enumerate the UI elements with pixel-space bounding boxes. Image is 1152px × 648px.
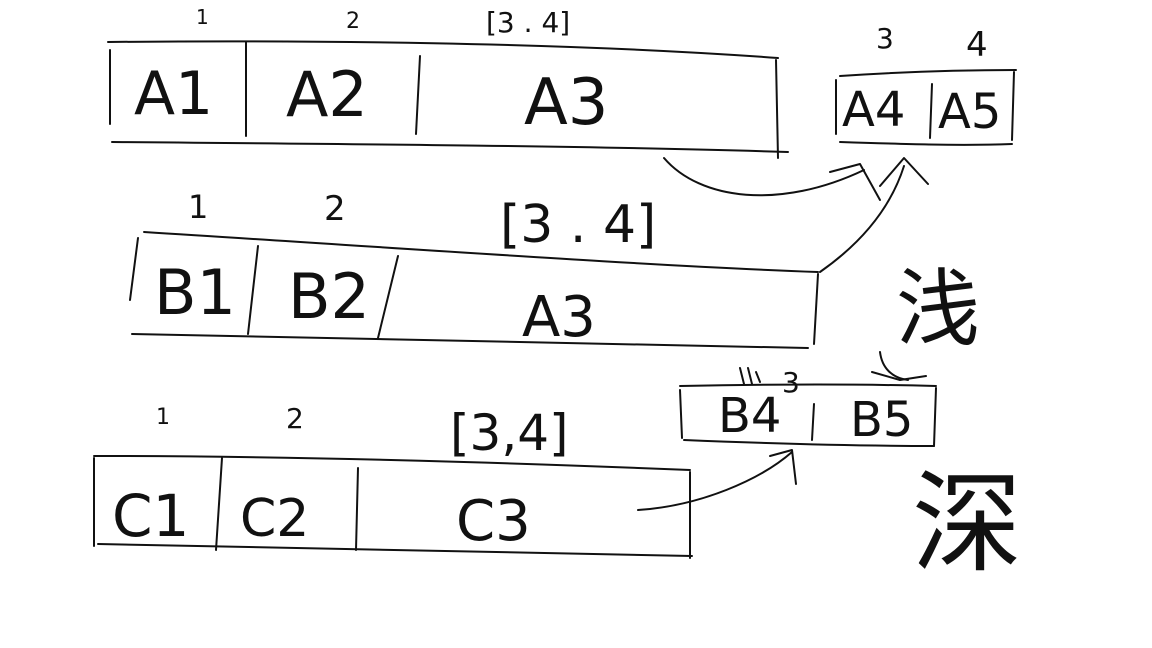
subarray-a-index-4: 4 — [966, 25, 988, 65]
row-a-index-3-4: [3 . 4] — [486, 6, 570, 39]
row-c-divider-2 — [355, 467, 359, 551]
row-b-left-border — [129, 237, 139, 301]
subarray-a-divider — [929, 83, 933, 139]
subarray-b-cell-b4: B4 — [718, 388, 781, 444]
row-b-bottom-border — [131, 333, 809, 349]
row-c-index-2: 2 — [286, 402, 304, 435]
row-a-top-border — [107, 40, 779, 59]
subarray-a-index-3: 3 — [876, 22, 894, 55]
subarray-b-bottom-border — [683, 439, 935, 447]
subarray-b-right-border — [933, 387, 937, 447]
row-b-box — [129, 231, 819, 349]
row-b-top-border — [143, 231, 819, 273]
row-a-cell-a1: A1 — [134, 59, 213, 129]
row-c-bottom-border — [97, 543, 693, 557]
row-a-divider-2 — [415, 55, 421, 135]
row-b: 1 2 [3 . 4] B1 B2 A3 — [129, 188, 819, 350]
arrow-b-row-to-a4-head — [879, 157, 929, 187]
subarray-a-right-border — [1011, 71, 1015, 141]
row-b-index-2: 2 — [324, 189, 346, 229]
label-deep: 深 — [912, 460, 1022, 588]
arrow-c3-to-b4 — [637, 449, 797, 511]
row-c: 1 2 [3,4] C1 C2 C3 — [93, 402, 693, 559]
subarray-a-top-border — [839, 69, 1017, 77]
row-a-right-border — [775, 59, 779, 159]
row-c-top-border — [93, 455, 691, 471]
subarray-a-bottom-border — [839, 141, 1013, 146]
row-b-divider-2 — [377, 255, 399, 339]
arrow-a3-to-a4 — [663, 157, 881, 201]
row-a: 1 2 [3 . 4] A1 A2 A3 — [107, 5, 789, 159]
row-b-divider-1 — [247, 245, 259, 335]
subarray-a-cell-a4: A4 — [842, 82, 905, 138]
arrow-shallow-to-b5-head — [871, 371, 927, 381]
label-shallow: 浅 — [896, 260, 980, 358]
subarray-a-cell-a5: A5 — [938, 84, 1001, 140]
row-a-cell-a2: A2 — [286, 58, 368, 131]
row-c-cell-c1: C1 — [112, 482, 189, 550]
row-c-index-1: 1 — [156, 405, 170, 430]
row-b-cell-b2: B2 — [288, 260, 370, 333]
row-b-index-1: 1 — [188, 188, 208, 226]
reference-arrows — [637, 157, 929, 511]
subarray-b-top-border — [679, 383, 937, 387]
row-a-index-1: 1 — [196, 5, 209, 29]
subarray-b: 3 B4 B5 — [679, 366, 937, 448]
row-c-cell-c2: C2 — [240, 489, 309, 549]
row-c-divider-1 — [215, 457, 223, 551]
row-b-cell-b1: B1 — [154, 256, 236, 329]
subarray-a: 3 4 A4 A5 — [835, 22, 1017, 146]
row-c-box — [93, 455, 693, 559]
row-c-cell-c3: C3 — [456, 489, 531, 554]
row-a-bottom-border — [111, 141, 789, 153]
arrow-shallow-to-b5 — [871, 351, 927, 381]
subarray-b-index-3: 3 — [782, 366, 800, 399]
row-c-index-3-4: [3,4] — [450, 404, 569, 462]
subarray-b-left-border — [679, 389, 683, 439]
row-a-cell-a3: A3 — [524, 66, 609, 140]
row-b-right-border — [813, 273, 819, 345]
row-b-cell-a3: A3 — [522, 285, 596, 350]
arrow-c3-to-b4-head — [769, 449, 797, 485]
arrow-a3-to-a4-head — [829, 163, 881, 201]
subarray-b-divider — [811, 403, 815, 441]
row-b-index-3-4: [3 . 4] — [500, 195, 656, 255]
row-a-box — [107, 40, 789, 159]
subarray-b-cell-b5: B5 — [850, 392, 913, 448]
arrow-b-row-to-a4 — [819, 157, 929, 273]
subarray-b-scribble — [739, 367, 761, 385]
row-a-index-2: 2 — [346, 9, 360, 34]
